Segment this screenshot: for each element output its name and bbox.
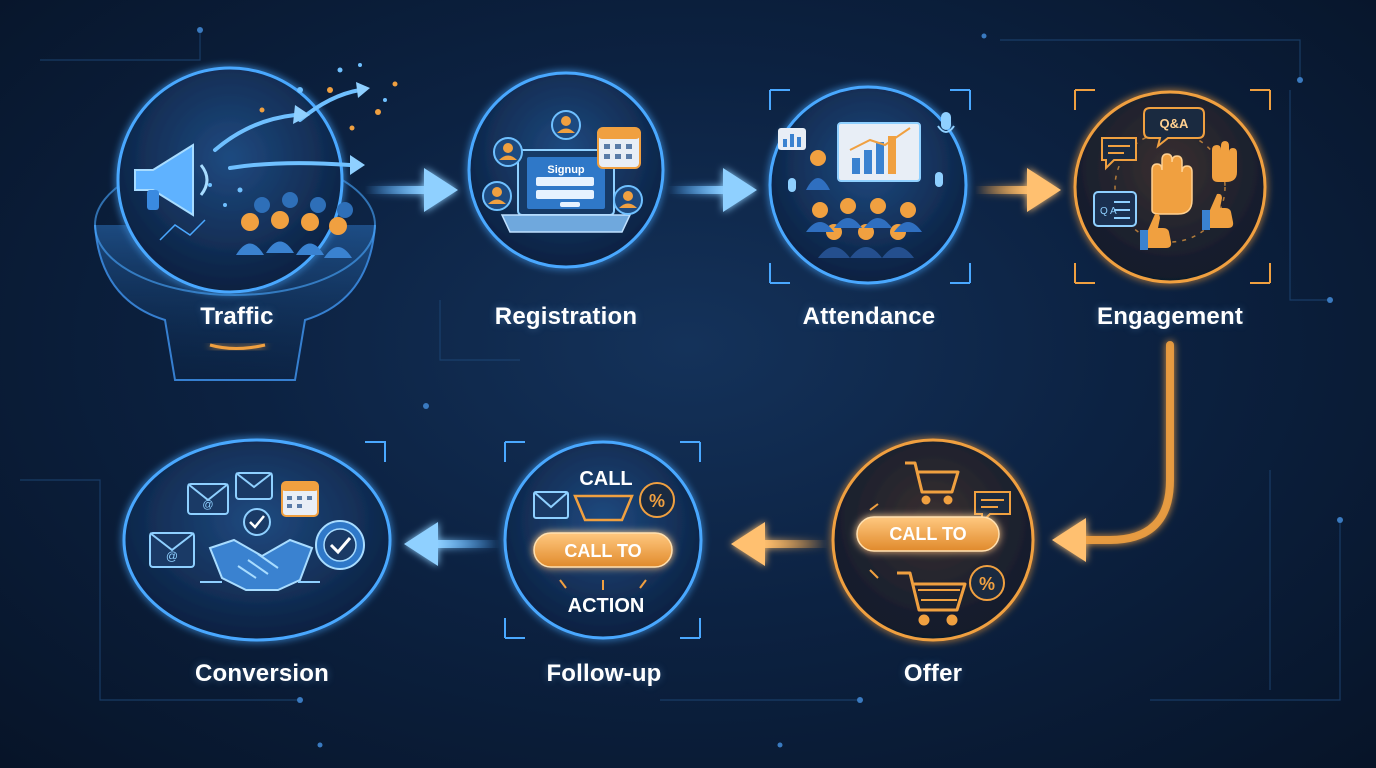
signup-form-title: Signup — [547, 164, 585, 176]
handshake-icon — [208, 538, 314, 591]
megaphone-icon — [134, 143, 209, 217]
thumbs-up-icon — [1140, 193, 1234, 250]
percent-icon: % — [639, 482, 675, 518]
funnel-outline-icon — [573, 494, 634, 522]
presentation-screen-icon — [837, 122, 921, 182]
attendance-node — [768, 85, 971, 285]
envelope-icon — [533, 491, 569, 519]
envelope-icon: @ @ — [149, 472, 273, 568]
qa-bubble-icon — [1143, 107, 1205, 149]
svg-text:%: % — [649, 491, 665, 511]
audience-icon — [806, 198, 922, 258]
raised-hand-icon — [1151, 141, 1237, 215]
stage-label-offer: Offer — [903, 660, 963, 687]
follow-up-button-text: CALL TO — [564, 541, 641, 561]
svg-text:%: % — [979, 574, 995, 594]
call-to-button-shape — [856, 516, 1000, 552]
registration-node: Signup — [467, 71, 665, 269]
svg-text:Q A: Q A — [1100, 206, 1117, 217]
arrow-offer-to-follow-up — [731, 522, 828, 566]
stage-label-engagement: Engagement — [1096, 303, 1244, 330]
follow-up-top-text: CALL — [579, 468, 632, 490]
stage-label-conversion: Conversion — [194, 660, 330, 687]
svg-text:@: @ — [202, 499, 213, 511]
stage-label-traffic: Traffic — [200, 303, 274, 330]
microphone-icon — [788, 112, 955, 192]
crowd-icon — [236, 192, 353, 258]
laptop-icon — [500, 149, 632, 233]
stage-label-follow-up: Follow-up — [546, 660, 662, 687]
svg-text:@: @ — [166, 549, 178, 563]
check-badge-icon — [315, 520, 365, 570]
check-circle-icon — [243, 508, 271, 536]
shopping-cart-icon — [897, 461, 967, 626]
arrow-attendance-to-engagement — [975, 168, 1061, 212]
follow-up-bottom-text: ACTION — [568, 595, 645, 617]
conversion-node: @ @ — [122, 438, 392, 642]
offer-button-text: CALL TO — [889, 524, 966, 544]
chat-bubble-icon — [1101, 137, 1137, 171]
chart-board-icon — [778, 128, 806, 150]
arrow-follow-up-to-conversion — [404, 522, 500, 566]
qa-bubble-text: Q&A — [1160, 116, 1190, 131]
qa-document-icon: Q A — [1093, 191, 1137, 227]
stage-label-registration: Registration — [494, 303, 638, 330]
engagement-node: Q&A Q A — [1073, 89, 1271, 284]
stage-label-attendance: Attendance — [802, 303, 936, 330]
percent-icon: % — [969, 565, 1005, 601]
follow-up-node: CALL % CALL TO ACTION — [503, 440, 703, 640]
arrow-engagement-to-offer — [1052, 341, 1174, 562]
calendar-icon — [281, 481, 319, 517]
traffic-node — [94, 63, 398, 381]
user-avatar-icons — [482, 110, 643, 215]
presenter-icon — [806, 150, 830, 190]
calendar-icon — [597, 127, 641, 169]
call-to-action-button-shape — [533, 532, 673, 568]
arrow-registration-to-attendance — [668, 168, 757, 212]
arrow-traffic-to-registration — [365, 168, 458, 212]
offer-node: CALL TO % — [831, 438, 1035, 642]
